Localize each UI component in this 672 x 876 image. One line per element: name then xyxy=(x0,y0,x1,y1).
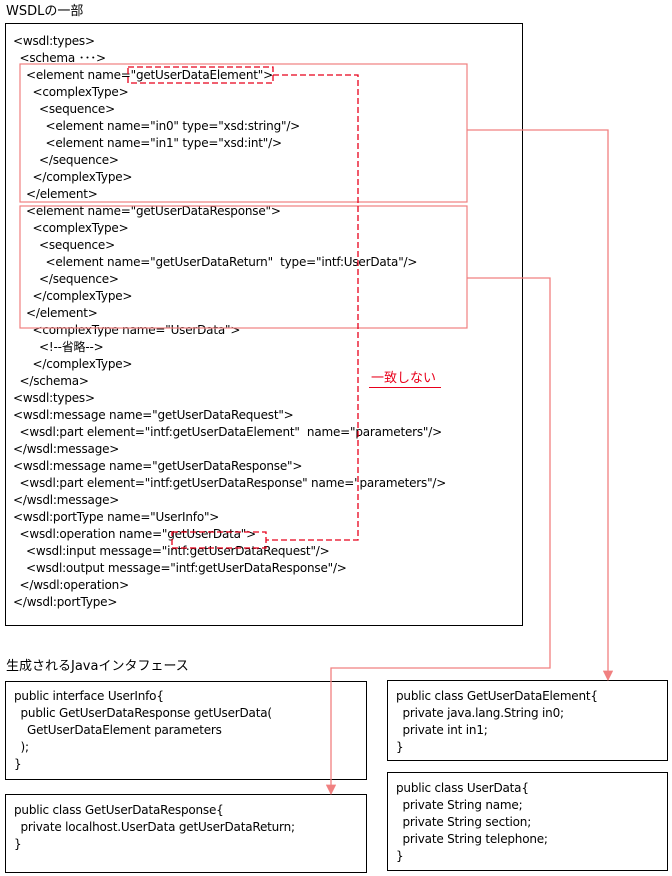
code-line: <wsdl:message name="getUserDataRequest"> xyxy=(13,408,294,422)
code-line: <wsdl:operation name="getUserData"> xyxy=(19,527,257,541)
wsdl-code-panel xyxy=(5,23,523,626)
code-line: <sequence> xyxy=(39,238,115,252)
code-line: public interface UserInfo{ xyxy=(14,689,164,703)
code-line: </wsdl:operation> xyxy=(19,578,130,592)
code-line: public class GetUserDataElement{ xyxy=(396,689,598,703)
code-line: </element> xyxy=(26,187,98,201)
code-line: </complexType> xyxy=(32,170,133,184)
code-line: </complexType> xyxy=(32,289,133,303)
java-userinfo-box: public interface UserInfo{ public GetUser… xyxy=(5,681,367,780)
response-connector-arrow xyxy=(325,277,551,796)
code-line: } xyxy=(396,849,404,863)
element-connector-arrow xyxy=(467,129,614,682)
mismatch-note: 一致しない xyxy=(371,371,437,386)
java-userdata-box: public class UserData{ private String nam… xyxy=(387,772,668,871)
code-line: private localhost.UserData getUserDataRe… xyxy=(20,820,296,834)
code-line: } xyxy=(14,837,22,851)
code-line: <complexType> xyxy=(32,221,129,235)
mismatch-note-underline xyxy=(369,387,441,388)
code-line: </wsdl:message> xyxy=(13,442,120,456)
code-line: ); xyxy=(20,740,30,754)
code-line: public class GetUserDataResponse{ xyxy=(14,803,224,817)
code-line: <element name="getUserDataElement"> xyxy=(26,68,273,82)
response-highlight-box xyxy=(19,205,468,329)
code-line: <schema ･･･> xyxy=(19,51,107,65)
code-line: </schema> xyxy=(19,374,89,388)
code-line: } xyxy=(396,740,404,754)
code-line: </sequence> xyxy=(39,272,119,286)
element-highlight-box xyxy=(19,63,468,203)
code-line: } xyxy=(14,757,22,771)
code-line: </wsdl:message> xyxy=(13,493,120,507)
code-line: </sequence> xyxy=(39,153,119,167)
code-line: private java.lang.String in0; xyxy=(402,706,565,720)
code-line: <wsdl:part element="intf:getUserDataResp… xyxy=(19,476,447,490)
code-line: <wsdl:message name="getUserDataResponse"… xyxy=(13,459,303,473)
java-response-box: public class GetUserDataResponse{ private… xyxy=(5,794,367,873)
code-line: <!--省略--> xyxy=(39,340,104,354)
java-element-box: public class GetUserDataElement{ private … xyxy=(387,680,668,761)
code-line: public class UserData{ xyxy=(396,781,529,795)
code-line: private String name; xyxy=(402,798,523,812)
code-line: <wsdl:part element="intf:getUserDataElem… xyxy=(19,425,443,439)
code-line: </complexType> xyxy=(32,357,133,371)
code-line: private String section; xyxy=(402,815,532,829)
code-line: <wsdl:output message="intf:getUserDataRe… xyxy=(26,561,347,575)
code-line: <element name="getUserDataResponse"> xyxy=(26,204,281,218)
code-line: <sequence> xyxy=(39,102,115,116)
code-line: </wsdl:portType> xyxy=(13,595,118,609)
operation-name-dashed-box xyxy=(171,531,267,549)
code-line: GetUserDataElement parameters xyxy=(27,723,222,737)
code-line: <element name="in1" type="xsd:int"/> xyxy=(45,136,283,150)
code-line: <element name="getUserDataReturn" type="… xyxy=(45,255,418,269)
mismatch-dashed-link xyxy=(266,74,359,541)
wsdl-section-label: WSDLの一部 xyxy=(6,4,84,19)
code-line: <wsdl:portType name="UserInfo"> xyxy=(13,510,220,524)
java-section-label: 生成されるJavaインタフェース xyxy=(6,659,189,674)
code-line: <wsdl:input message="intf:getUserDataReq… xyxy=(26,544,330,558)
code-line: <complexType> xyxy=(32,85,129,99)
code-line: <complexType name="UserData"> xyxy=(32,323,241,337)
wsdl-code-lines: <wsdl:types> <schema ･･･> <element name="g… xyxy=(13,33,518,611)
code-line: private int in1; xyxy=(402,723,488,737)
code-line: <wsdl:types> xyxy=(13,34,95,48)
code-line: <element name="in0" type="xsd:string"/> xyxy=(45,119,301,133)
element-name-dashed-box xyxy=(127,66,274,84)
code-line: private String telephone; xyxy=(402,832,548,846)
code-line: <wsdl:types> xyxy=(13,391,95,405)
code-line: public GetUserDataResponse getUserData( xyxy=(20,706,273,720)
code-line: </element> xyxy=(26,306,98,320)
